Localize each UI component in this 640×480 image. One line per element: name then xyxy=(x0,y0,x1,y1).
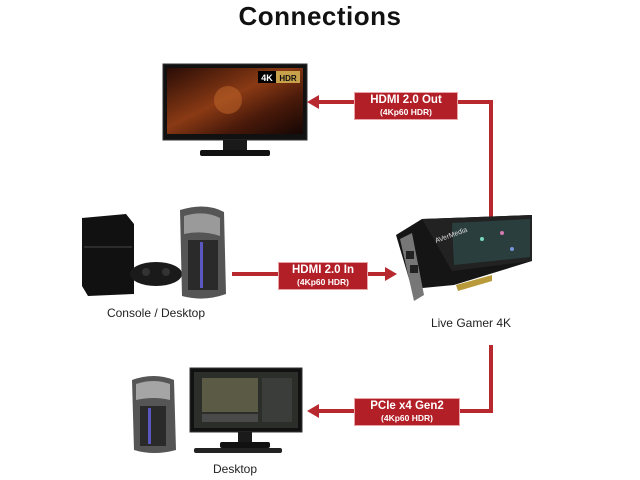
hdmi-out-label: HDMI 2.0 Out xyxy=(370,94,442,106)
caption-live-gamer-4k: Live Gamer 4K xyxy=(430,316,512,330)
desktop-image xyxy=(132,367,303,453)
badge-4k: 4K xyxy=(261,73,273,83)
caption-console-desktop: Console / Desktop xyxy=(106,306,206,320)
pcie-badge: PCIe x4 Gen2 (4Kp60 HDR) xyxy=(354,398,460,426)
console-desktop-image xyxy=(82,206,226,299)
hdmi-out-sub: (4Kp60 HDR) xyxy=(380,107,432,117)
caption-desktop: Desktop xyxy=(212,462,258,476)
monitor-image: 4K HDR xyxy=(162,63,308,156)
badge-hdr: HDR xyxy=(279,74,297,83)
arrow-right-icon xyxy=(385,267,397,281)
arrow-left-icon xyxy=(307,95,319,109)
pcie-sub: (4Kp60 HDR) xyxy=(381,413,433,423)
capture-card-image: AVerMedia xyxy=(396,215,532,301)
pcie-label: PCIe x4 Gen2 xyxy=(370,400,444,412)
hdmi-in-sub: (4Kp60 HDR) xyxy=(297,277,349,287)
hdmi-out-badge: HDMI 2.0 Out (4Kp60 HDR) xyxy=(354,92,458,120)
hdmi-in-label: HDMI 2.0 In xyxy=(292,264,354,276)
connector-out-vertical xyxy=(489,100,493,231)
arrow-left-icon xyxy=(307,404,319,418)
page-title: Connections xyxy=(238,1,402,31)
connector-pcie-vertical xyxy=(489,345,493,413)
hdmi-in-badge: HDMI 2.0 In (4Kp60 HDR) xyxy=(278,262,368,290)
